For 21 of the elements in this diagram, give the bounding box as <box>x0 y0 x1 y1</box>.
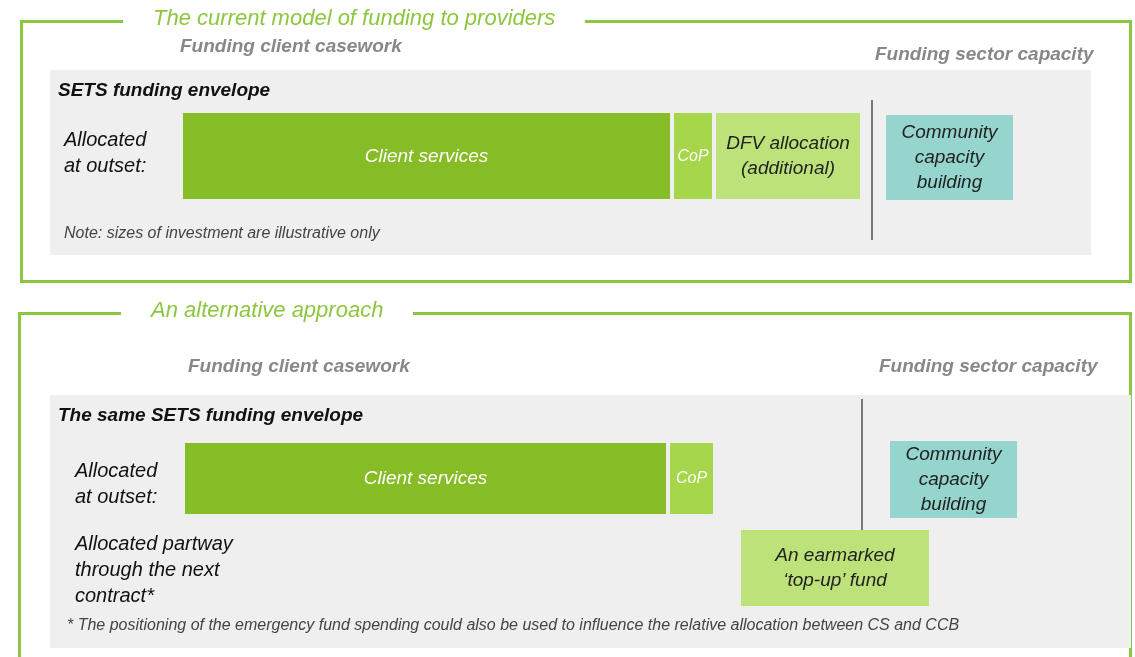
allocation-bar: An earmarked ‘top-up’ fund <box>741 530 929 606</box>
row-label: Allocated at outset: <box>64 127 148 178</box>
row-label: Allocated partway through the next contract* <box>75 531 235 608</box>
allocation-bar: Community capacity building <box>886 115 1013 200</box>
envelope-panel <box>50 70 1091 255</box>
column-heading: Funding client casework <box>188 354 410 378</box>
row-label: Allocated at outset: <box>75 458 159 509</box>
panel-heading: The same SETS funding envelope <box>58 404 364 426</box>
column-heading: Funding client casework <box>180 34 402 58</box>
panel-heading: SETS funding envelope <box>58 79 271 101</box>
envelope-panel <box>50 395 1131 648</box>
allocation-bar: CoP <box>674 113 712 199</box>
column-heading: Funding sector capacity <box>875 42 1094 66</box>
allocation-bar: Client services <box>185 443 666 514</box>
allocation-bar: CoP <box>670 443 713 514</box>
allocation-bar: Client services <box>183 113 670 199</box>
note-text: Note: sizes of investment are illustrative only <box>64 223 380 243</box>
allocation-bar: Community capacity building <box>890 441 1017 518</box>
allocation-bar: DFV allocation (additional) <box>716 113 860 199</box>
column-heading: Funding sector capacity <box>879 354 1098 378</box>
footnote-text: * The positioning of the emergency fund spending could also be used to influence the relative allocation between CS and CCB <box>67 615 960 635</box>
